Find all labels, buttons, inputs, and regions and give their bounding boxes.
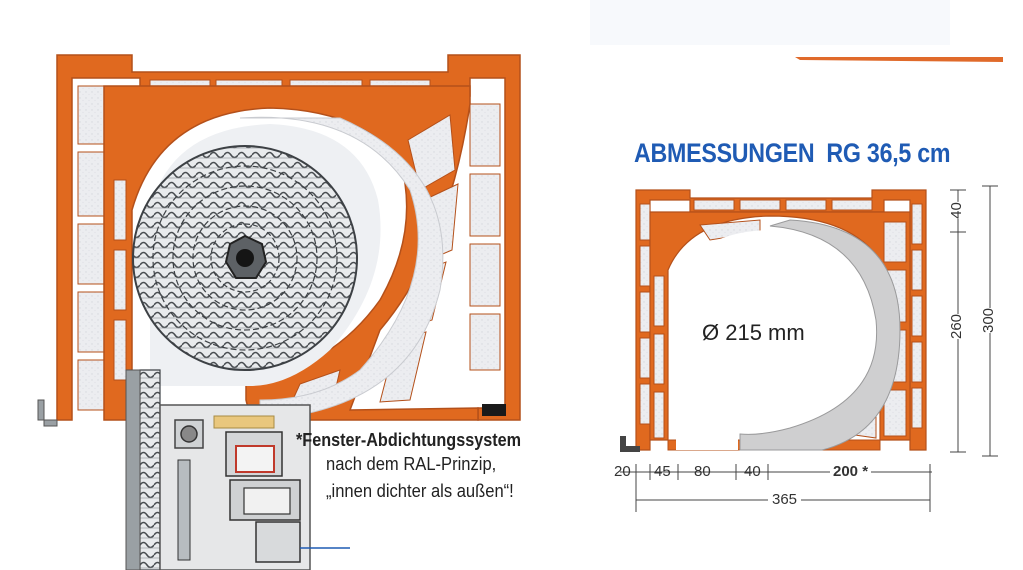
roller-shutter-box-cutaway	[37, 54, 521, 570]
note-line-1: *Fenster-Abdichtungssystem	[296, 430, 522, 450]
window-frame-profile	[159, 404, 350, 570]
background-shade	[590, 0, 950, 45]
dim-45: 45	[654, 463, 671, 480]
dim-365: 365	[768, 491, 802, 508]
title-main: ABMESSUNGEN	[634, 138, 815, 168]
dim-80: 80	[694, 463, 711, 480]
dim-vertical-40: 40	[947, 202, 965, 219]
corner-accent-bar	[795, 57, 1003, 62]
dimension-drawing	[620, 185, 998, 512]
dim-40: 40	[744, 463, 761, 480]
dimensions-title: ABMESSUNGEN RG 36,5 cm	[634, 138, 951, 169]
dim-20: 20	[614, 463, 631, 480]
title-model: RG 36,5 cm	[826, 138, 951, 168]
dim-vertical-300: 300	[980, 307, 998, 334]
sealing-system-note: *Fenster-Abdichtungssystem nach dem RAL-…	[296, 430, 546, 505]
dim-vertical-260: 260	[948, 313, 966, 340]
note-line-2: nach dem RAL-Prinzip,	[326, 454, 497, 474]
note-line-3: „innen dichter als außen“!	[326, 481, 514, 501]
diameter-label: Ø 215 mm	[702, 320, 805, 345]
dim-200: 200 *	[830, 463, 872, 480]
